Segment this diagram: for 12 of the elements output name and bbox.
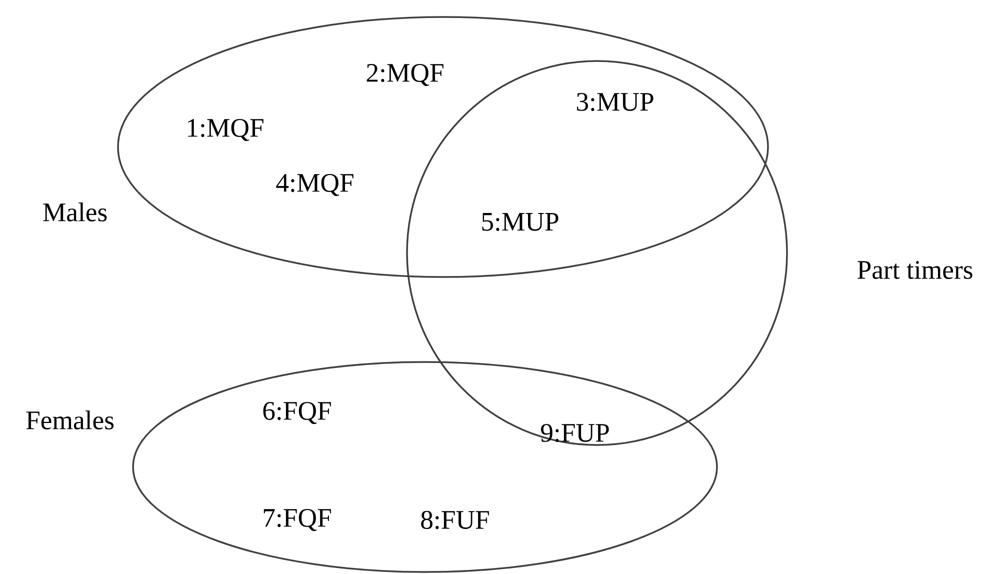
set-label: Part timers (858, 261, 972, 279)
element-label: 4:MQF (276, 174, 354, 196)
element-label: 5:MUP (482, 213, 558, 231)
element-label: 2:MQF (366, 64, 444, 86)
set-label: Males (43, 202, 107, 222)
element-label: 6:FQF (263, 402, 331, 424)
element-label: 3:MUP (576, 92, 654, 112)
element-label: 8:FUF (421, 510, 489, 530)
element-label: 7:FQF (264, 508, 331, 532)
element-label: 9:FUP (541, 424, 609, 442)
set-label: Females (26, 410, 114, 430)
element-label: 1:MQF (188, 118, 264, 142)
